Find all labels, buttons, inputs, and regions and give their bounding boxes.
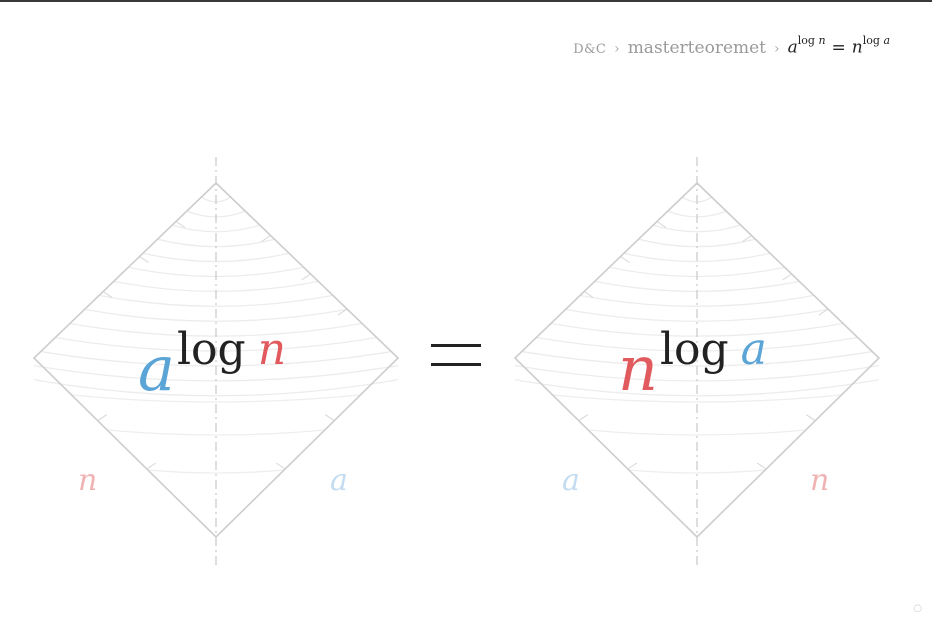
edge-tick <box>275 462 286 470</box>
edge-tick <box>261 235 271 242</box>
right-diagram-label-n: n <box>810 463 830 498</box>
eq-lhs-base: a <box>787 37 798 58</box>
edge-tick <box>301 273 311 281</box>
eq-lhs-var: n <box>818 34 826 47</box>
edge-tick <box>146 462 157 470</box>
level-arc <box>147 469 285 474</box>
edge-tick <box>742 235 752 242</box>
breadcrumb-root[interactable]: D&C <box>573 41 607 57</box>
level-arc <box>142 252 290 263</box>
edge-tick <box>102 291 113 298</box>
level-arc <box>623 252 771 263</box>
level-arc <box>113 280 319 292</box>
right-formula-log: log <box>659 324 729 375</box>
eq-lhs-op: log <box>797 34 815 47</box>
level-arc <box>33 379 399 397</box>
left-diamond <box>32 157 400 565</box>
eq-rhs-var: a <box>883 34 890 47</box>
right-formula: n log a <box>618 324 767 405</box>
edge-tick <box>620 256 630 263</box>
breadcrumb-separator: › <box>614 40 620 57</box>
corner-mark: ○ <box>913 603 922 614</box>
eq-rhs-op: log <box>862 34 880 47</box>
edge-tick <box>583 291 594 298</box>
edge-tick <box>578 414 588 422</box>
level-arc <box>521 350 873 367</box>
edge-tick <box>627 462 638 470</box>
left-formula-base: a <box>138 332 175 405</box>
breadcrumb: D&C › masterteoremet › alog n=nlog a <box>573 34 890 58</box>
left-formula-log: log <box>176 324 246 375</box>
breadcrumb-current: alog n=nlog a <box>787 34 890 58</box>
level-arc <box>40 350 392 367</box>
right-formula-arg: a <box>740 324 767 375</box>
left-diagram-label-a: a <box>330 463 348 498</box>
level-arc <box>580 294 814 307</box>
level-arc <box>171 224 261 233</box>
right-diamond <box>513 157 881 565</box>
edge-tick <box>806 414 816 422</box>
top-rule <box>0 0 932 2</box>
edge-tick <box>818 308 829 316</box>
equals-sign <box>431 344 481 368</box>
edge-tick <box>139 256 149 263</box>
level-arc <box>84 308 348 322</box>
left-formula-arg: n <box>257 324 287 375</box>
eq-equals: = <box>831 37 846 58</box>
level-arc <box>99 294 333 307</box>
right-formula-base: n <box>618 332 658 405</box>
eq-rhs-base: n <box>851 37 863 58</box>
level-arc <box>588 429 806 436</box>
edge-tick <box>97 414 107 422</box>
level-arc <box>514 379 880 397</box>
level-arc <box>628 469 766 474</box>
breadcrumb-section[interactable]: masterteoremet <box>627 37 767 58</box>
left-formula: a log n <box>138 324 286 405</box>
level-arc <box>652 224 742 233</box>
edge-tick <box>756 462 767 470</box>
diamond-outline <box>32 181 400 539</box>
left-diagram-label-n: n <box>78 463 98 498</box>
breadcrumb-separator: › <box>774 40 780 57</box>
edge-tick <box>175 221 186 228</box>
level-arc <box>565 308 829 322</box>
edge-tick <box>782 273 792 281</box>
level-arc <box>71 394 361 403</box>
edge-tick <box>337 308 348 316</box>
level-arc <box>552 394 842 403</box>
level-arc <box>594 280 800 292</box>
right-diagram-label-a: a <box>562 463 580 498</box>
edge-tick <box>656 221 667 228</box>
level-arc <box>107 429 325 436</box>
edge-tick <box>325 414 335 422</box>
diamond-outline <box>513 181 881 539</box>
